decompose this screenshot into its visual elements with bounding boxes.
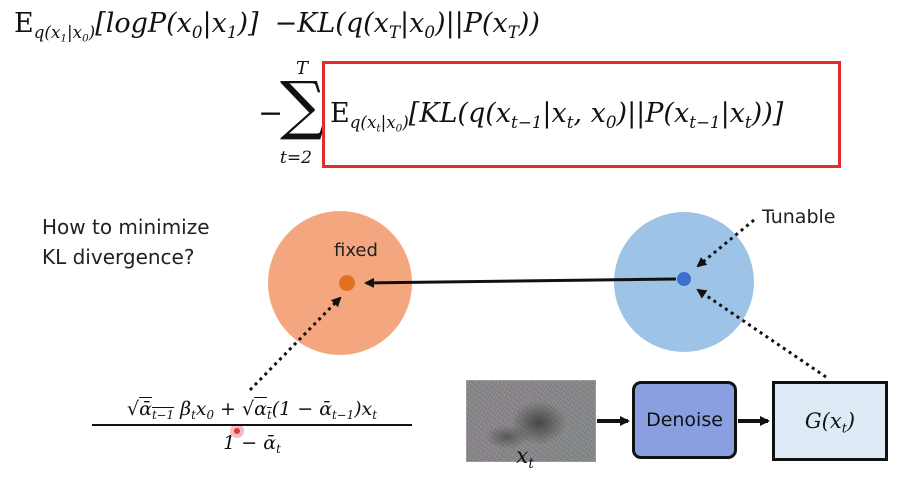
g-label: G(xt) — [805, 409, 855, 433]
g-output-box: G(xt) — [772, 381, 888, 461]
denoise-label: Denoise — [646, 409, 723, 431]
mean-numerator: √ᾱt−1 βtx0 + √αt(1 − ᾱt−1)xt — [92, 398, 412, 426]
noisy-image-label: xt — [516, 444, 534, 469]
fixed-mean-dot — [339, 275, 355, 291]
mean-denominator: 1 − ᾱt — [92, 426, 412, 454]
posterior-mean-formula: √ᾱt−1 βtx0 + √αt(1 − ᾱt−1)xt 1 − ᾱt — [92, 398, 412, 454]
fixed-label: fixed — [334, 240, 378, 261]
tunable-label: Tunable — [762, 206, 835, 228]
tunable-mean-dot — [677, 272, 691, 286]
denoise-module: Denoise — [632, 381, 737, 459]
